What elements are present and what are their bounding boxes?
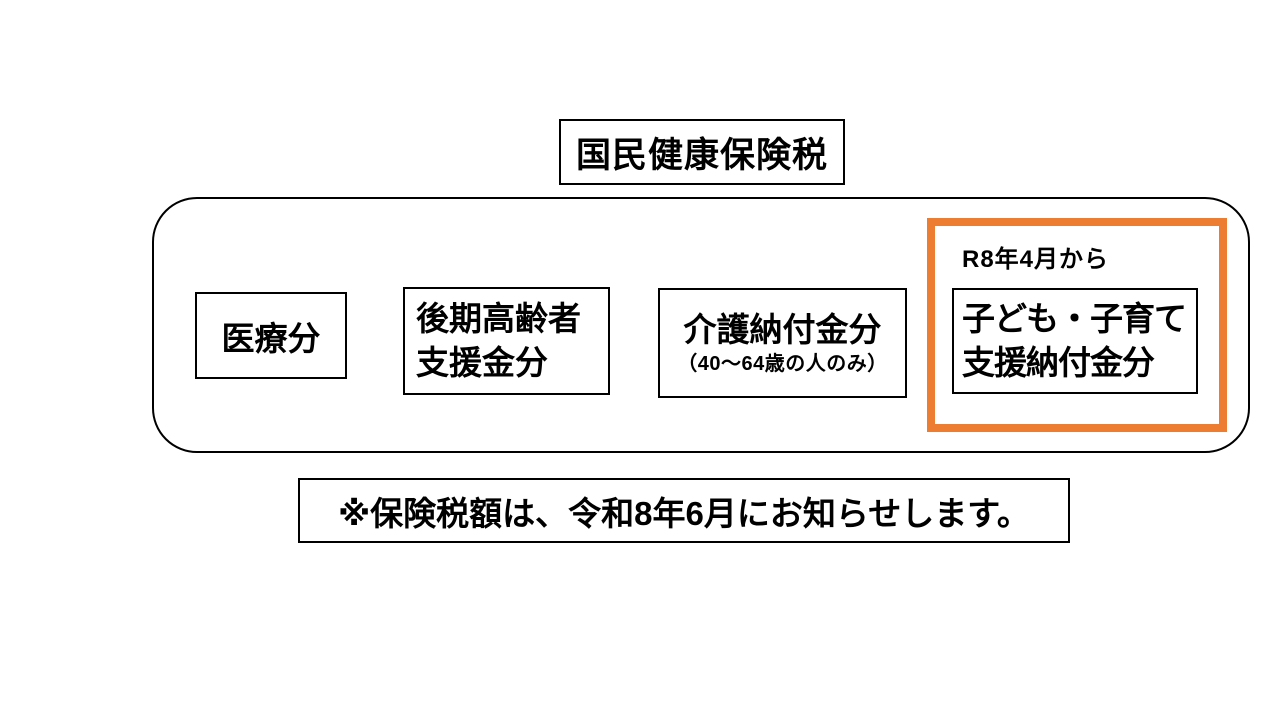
box-child-support-label-line1: 子ども・子育て [962,300,1187,338]
box-long-term-care-label: 介護納付金分 [683,310,882,348]
box-elderly-support-label-line2: 支援金分 [416,344,548,381]
box-child-support-label-line2: 支援納付金分 [962,344,1155,381]
slide-title: 国民健康保険税 [575,135,828,175]
box-child-support: 子ども・子育て 支援納付金分 [952,288,1198,394]
start-date-annotation: R8年4月から [962,246,1110,273]
title-box: 国民健康保険税 [559,119,845,185]
box-elderly-support-label-line1: 後期高齢者 [416,300,581,338]
footnote-box: ※保険税額は、令和8年6月にお知らせします。 [298,478,1070,543]
box-medical-label: 医療分 [221,319,321,357]
footnote-text: ※保険税額は、令和8年6月にお知らせします。 [338,494,1030,532]
box-medical: 医療分 [195,292,347,379]
box-elderly-support: 後期高齢者 支援金分 [403,287,610,395]
box-long-term-care-note: （40～64歳の人のみ） [677,353,888,376]
box-long-term-care: 介護納付金分 （40～64歳の人のみ） [658,288,907,398]
